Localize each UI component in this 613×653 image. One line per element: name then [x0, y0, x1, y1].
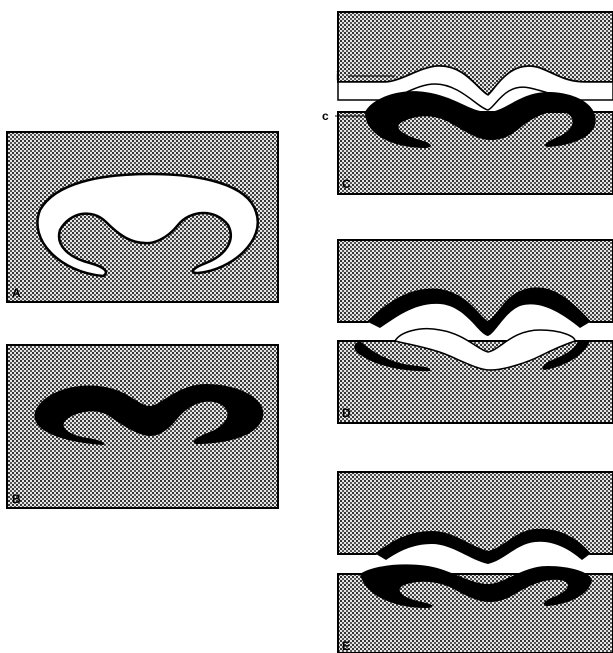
panel-c-label: C — [342, 177, 351, 191]
panel-a-label: A — [12, 286, 21, 300]
panel-c: C i c — [322, 12, 613, 194]
panel-d-label: D — [342, 406, 351, 420]
panel-d: D — [338, 240, 613, 423]
panel-e: E — [338, 472, 613, 653]
callout-i-label: i — [336, 69, 339, 83]
panel-b-label: B — [12, 492, 21, 506]
panel-e-label: E — [342, 639, 350, 653]
panel-b: B — [7, 345, 278, 508]
callout-c-label: c — [322, 109, 329, 123]
panel-a: A — [7, 132, 278, 302]
